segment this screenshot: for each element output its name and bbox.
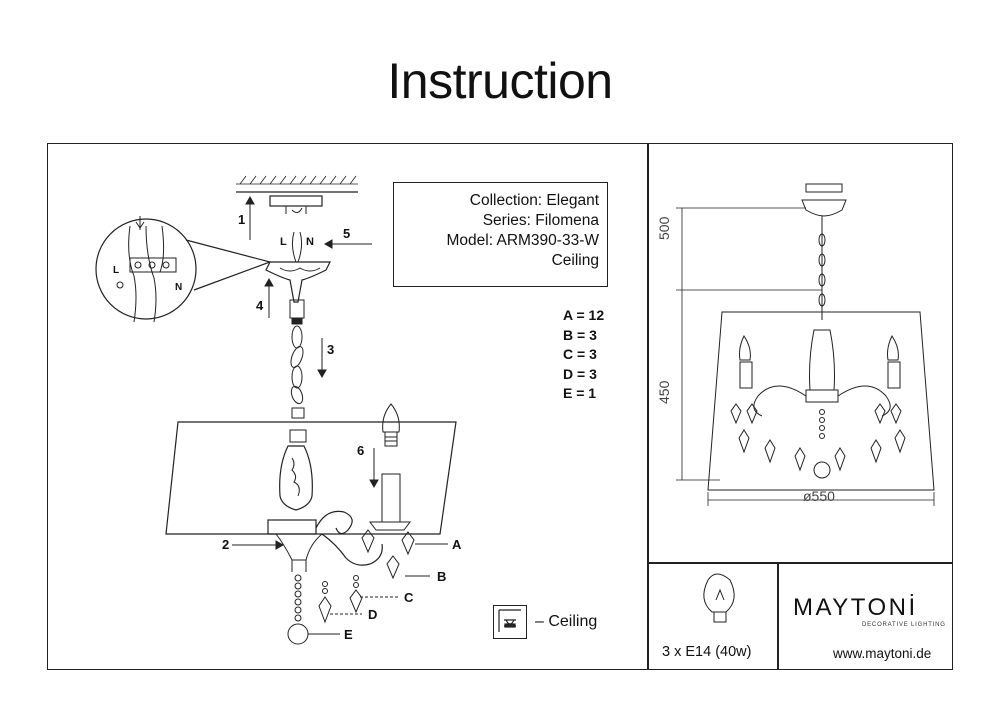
step-label-1: 1 bbox=[238, 212, 246, 227]
step-label-4: 4 bbox=[256, 298, 264, 313]
parts-item: B = 3 bbox=[563, 326, 597, 343]
parts-item: D = 3 bbox=[563, 365, 597, 382]
part-label-e: E bbox=[344, 627, 353, 642]
parts-list: A = 12 B = 3 C = 3 D = 3 E = 1 bbox=[563, 306, 604, 404]
step-label-3: 3 bbox=[327, 342, 335, 357]
step-label-5: 5 bbox=[343, 226, 351, 241]
divider-vertical-main bbox=[647, 143, 649, 670]
divider-horizontal-right bbox=[647, 562, 953, 564]
parts-item: E = 1 bbox=[563, 385, 597, 401]
ceiling-legend-text: – Ceiling bbox=[535, 613, 598, 630]
part-label-d: D bbox=[368, 607, 378, 622]
ceiling-mount-icon bbox=[493, 605, 527, 639]
brand-tagline: DECORATIVE LIGHTING bbox=[862, 622, 946, 628]
divider-vertical-footer bbox=[777, 562, 779, 670]
model-text: Model: ARM390-33-W bbox=[446, 232, 599, 249]
parts-item: C = 3 bbox=[563, 346, 597, 362]
parts-item: A = 12 bbox=[563, 307, 605, 323]
part-label-c: C bbox=[404, 590, 414, 605]
brand-logo: MAYTONİ bbox=[793, 594, 918, 621]
part-label-b: B bbox=[437, 569, 447, 584]
step-label-6: 6 bbox=[357, 443, 365, 458]
part-label-a: A bbox=[452, 537, 462, 552]
product-info-box: Collection: Elegant Series: Filomena Mod… bbox=[393, 182, 608, 287]
wire-label-live: L bbox=[280, 236, 287, 248]
ceiling-legend: – Ceiling bbox=[493, 605, 597, 639]
dimension-diameter: ø550 bbox=[803, 488, 835, 504]
step-label-2: 2 bbox=[222, 537, 230, 552]
dimension-body: 450 bbox=[656, 380, 672, 404]
bubble-wire-label-neutral: N bbox=[175, 282, 183, 293]
mount-text: Ceiling bbox=[551, 252, 599, 269]
wire-label-neutral: N bbox=[306, 236, 314, 248]
page-title: Instruction bbox=[387, 53, 613, 109]
website-link[interactable]: www.maytoni.de bbox=[833, 646, 932, 661]
series-text: Series: Filomena bbox=[482, 212, 599, 229]
instruction-frame bbox=[47, 143, 953, 670]
collection-text: Collection: Elegant bbox=[469, 192, 599, 209]
bubble-wire-label-live: L bbox=[113, 265, 120, 276]
dimension-top: 500 bbox=[656, 216, 672, 240]
bulb-spec: 3 x E14 (40w) bbox=[662, 644, 752, 660]
